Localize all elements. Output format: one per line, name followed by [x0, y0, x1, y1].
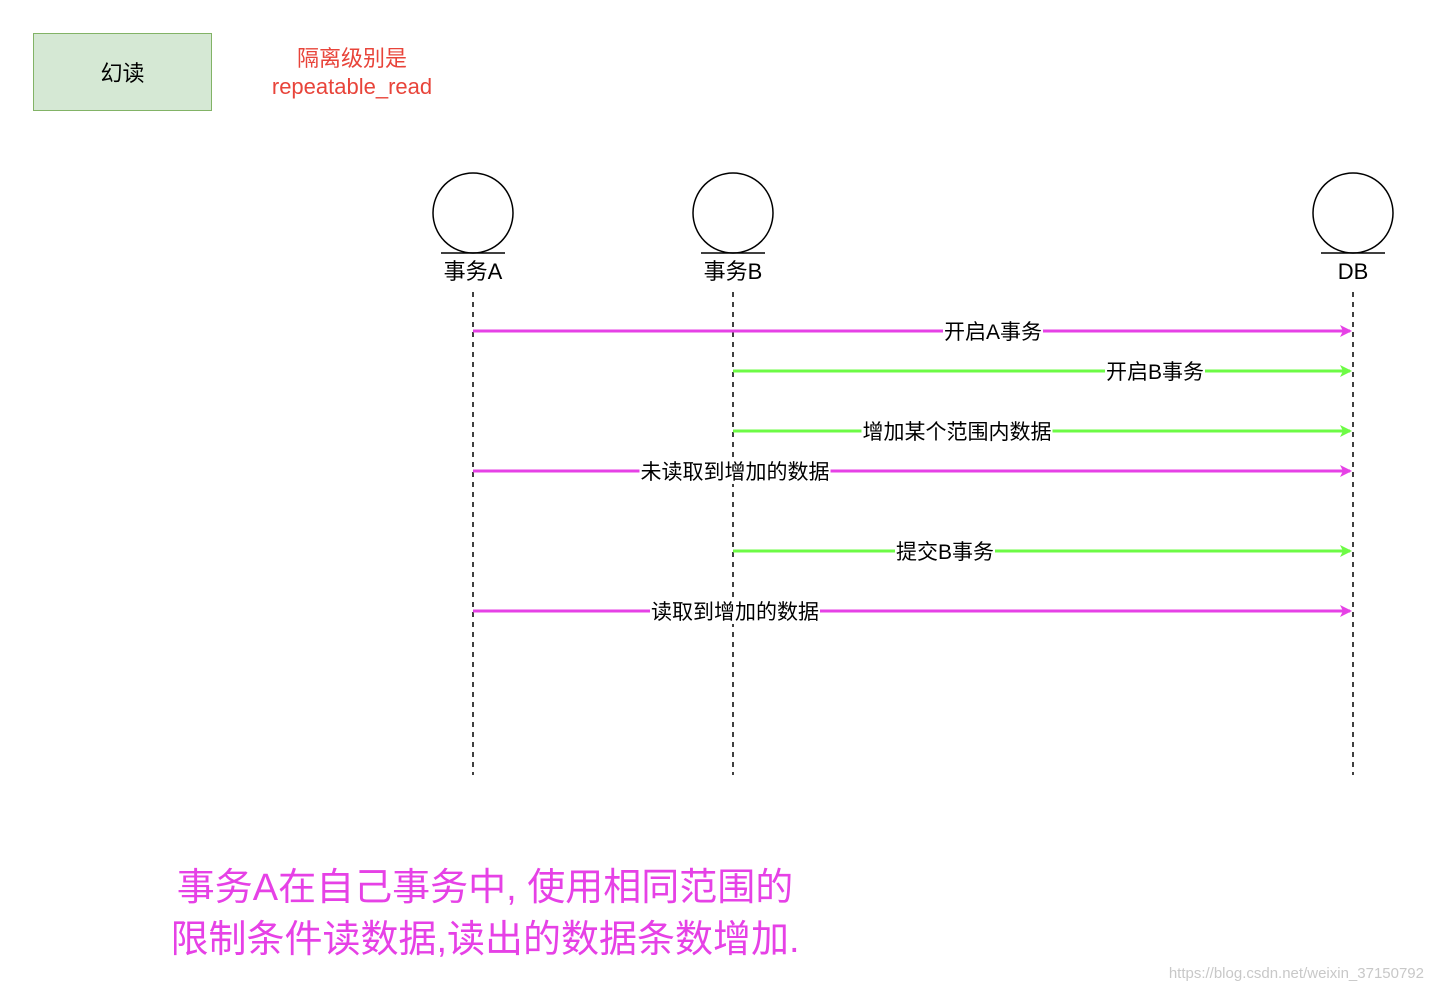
message-label: 开启B事务 [1106, 361, 1204, 384]
actor-label: 事务B [704, 259, 763, 284]
message-5: 提交B事务 [733, 541, 1352, 564]
note-line-1: 事务A在自己事务中, 使用相同范围的 [176, 867, 794, 909]
isolation-line-1: 隔离级别是 [296, 46, 407, 71]
actor-transaction-a: 事务A [432, 172, 514, 775]
message-label-background [894, 541, 996, 564]
isolation-level-label: 隔离级别是 repeatable_read [252, 45, 452, 101]
message-label-background [861, 421, 1053, 444]
actor-db: DB [1312, 172, 1394, 775]
message-label-background [942, 321, 1044, 344]
note-line-2: 限制条件读数据,读出的数据条数增加. [170, 919, 800, 961]
message-label: 未读取到增加的数据 [641, 461, 830, 484]
message-label-background [639, 461, 831, 484]
isolation-line-2: repeatable_read [271, 74, 433, 99]
message-6: 读取到增加的数据 [473, 601, 1352, 624]
diagram-title-box: 幻读 [33, 33, 212, 111]
message-1: 开启A事务 [473, 321, 1352, 344]
explanation-note: 事务A在自己事务中, 使用相同范围的 限制条件读数据,读出的数据条数增加. [140, 862, 830, 966]
message-label-background [650, 601, 820, 624]
message-label: 开启A事务 [944, 321, 1042, 344]
message-4: 未读取到增加的数据 [473, 461, 1352, 484]
message-label: 增加某个范围内数据 [863, 421, 1052, 444]
message-2: 开启B事务 [733, 361, 1352, 384]
message-label: 读取到增加的数据 [651, 601, 819, 624]
actor-transaction-b: 事务B [692, 172, 774, 775]
actor-label: DB [1338, 259, 1369, 284]
entity-circle-icon [692, 172, 774, 254]
message-label-background [1104, 361, 1206, 384]
entity-circle-icon [1312, 172, 1394, 254]
message-label: 提交B事务 [896, 541, 994, 564]
watermark: https://blog.csdn.net/weixin_37150792 [1168, 965, 1424, 982]
diagram-title: 幻读 [100, 61, 145, 86]
message-3: 增加某个范围内数据 [733, 421, 1352, 444]
entity-circle-icon [432, 172, 514, 254]
actor-label: 事务A [444, 259, 503, 284]
